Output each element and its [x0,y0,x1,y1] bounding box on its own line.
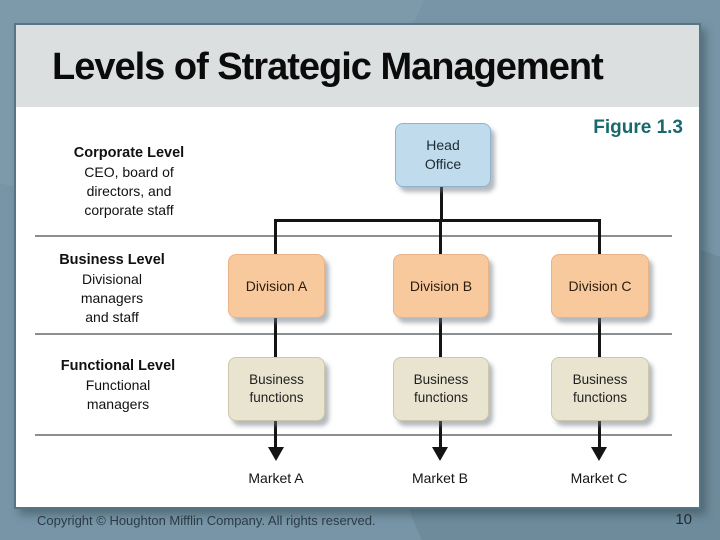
arrow-down-icon [591,447,607,461]
connector-horizontal [274,219,601,222]
level-description-line: managers [80,290,144,306]
node-functions-c: Business functions [551,357,649,421]
node-label: Business functions [572,372,628,405]
connector-column-b [439,219,442,448]
connector-column-a [274,219,277,448]
level-name: Functional Level [60,358,176,374]
level-description-line: Divisional [82,271,142,287]
node-label: Division C [568,278,632,294]
title-band: Levels of Strategic Management [16,25,699,107]
node-label: Division A [245,278,308,294]
node-label: Business functions [413,372,469,405]
node-head-office: Head Office [395,123,491,187]
node-label: Head Office [424,137,462,172]
arrow-down-icon [432,447,448,461]
node-division-b: Division B [393,254,489,318]
level-description-line: managers [86,396,150,412]
level-separator-line [35,434,672,436]
node-label: Business functions [249,372,304,405]
level-separator-line [35,235,672,237]
level-label-corporate: Corporate Level CEO, board of directors,… [48,144,210,220]
level-label-functional: Functional Level Functional managers [38,357,198,414]
connector-head-office [440,185,443,221]
level-description-line: and staff [85,309,139,325]
page-number: 10 [675,511,692,528]
node-label: Division B [409,278,473,294]
market-label-a: Market A [248,470,304,486]
slide-title: Levels of Strategic Management [52,46,604,88]
level-label-business: Business Level Divisional managers and s… [32,251,192,327]
node-division-c: Division C [551,254,649,318]
level-description-line: corporate staff [84,202,174,218]
figure-caption: Figure 1.3 [593,117,683,138]
level-separator-line [35,333,672,335]
slide-panel: Levels of Strategic Management Figure 1.… [14,23,701,509]
market-label-c: Market C [570,470,628,486]
arrow-down-icon [268,447,284,461]
copyright-text: Copyright © Houghton Mifflin Company. Al… [37,513,376,528]
connector-column-c [598,219,601,448]
level-description-line: Functional [85,377,151,393]
market-label-b: Market B [411,470,468,486]
node-functions-b: Business functions [393,357,489,421]
level-name: Corporate Level [73,145,185,161]
level-name: Business Level [59,252,165,268]
level-description-line: CEO, board of [84,164,174,180]
level-description-line: directors, and [86,183,172,199]
node-functions-a: Business functions [228,357,325,421]
node-division-a: Division A [228,254,325,318]
